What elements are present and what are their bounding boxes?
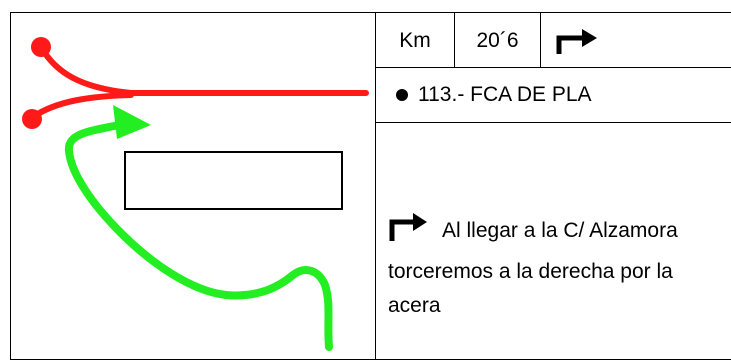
instruction-first-line: Al llegar a la C/ Alzamora bbox=[388, 211, 678, 242]
road-end-dot-lower bbox=[22, 109, 42, 129]
instruction-line-1: Al llegar a la C/ Alzamora bbox=[442, 219, 678, 242]
route-arrow-head bbox=[113, 105, 151, 139]
instruction-line-2: torceremos a la derecha por la bbox=[388, 260, 673, 283]
km-label-cell: Km bbox=[376, 13, 455, 68]
roadbook-row: Km 20´6 113.- FCA DE PLA Al bbox=[10, 12, 731, 360]
building-box bbox=[124, 151, 343, 210]
route-diagram bbox=[11, 13, 376, 359]
road-branch-upper bbox=[38, 44, 369, 96]
instruction-line-3: acera bbox=[388, 294, 441, 317]
distance-row: Km 20´6 bbox=[376, 13, 731, 68]
road-branch-lower bbox=[30, 92, 134, 120]
km-label: Km bbox=[399, 28, 431, 52]
km-value-cell: 20´6 bbox=[455, 13, 541, 68]
turn-right-arrow-icon bbox=[556, 28, 597, 54]
turn-cell bbox=[541, 13, 731, 68]
waypoint-label: 113.- FCA DE PLA bbox=[418, 83, 592, 106]
instruction-cell: Al llegar a la C/ Alzamora torceremos a … bbox=[376, 123, 731, 361]
instruction-continuation: torceremos a la derecha por la acera bbox=[388, 255, 728, 323]
km-value: 20´6 bbox=[476, 28, 519, 52]
route-diagram-drawing bbox=[22, 37, 369, 351]
bullet-icon bbox=[396, 89, 408, 101]
waypoint-row: 113.- FCA DE PLA bbox=[376, 68, 731, 123]
route-path bbox=[64, 121, 333, 351]
info-panel: Km 20´6 113.- FCA DE PLA Al bbox=[376, 13, 731, 359]
road-end-dot-upper bbox=[31, 37, 51, 57]
turn-right-arrow-icon bbox=[389, 213, 427, 241]
